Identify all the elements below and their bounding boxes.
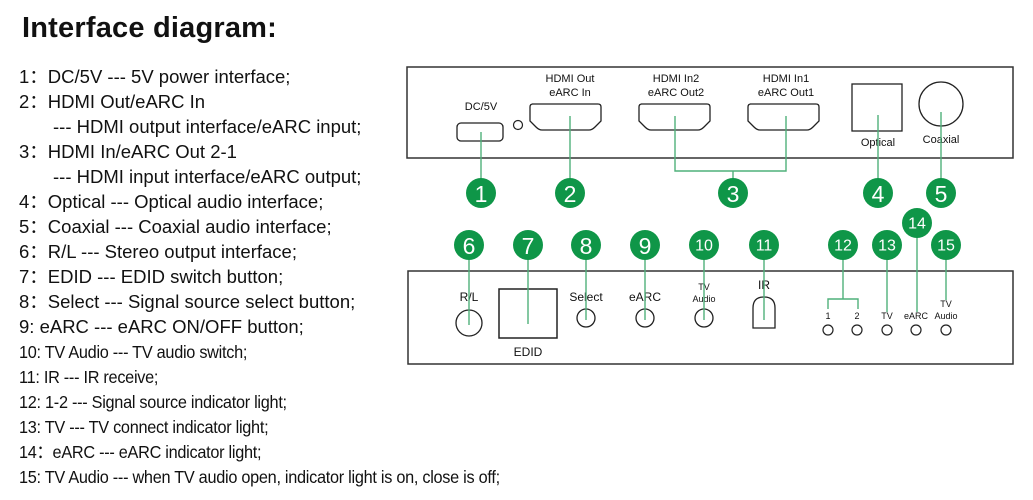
legend-item-2: 2：HDMI Out/eARC In: [19, 91, 206, 112]
legend-item-5: 5：Coaxial --- Coaxial audio interface;: [19, 216, 332, 237]
badge-14: 14: [902, 208, 932, 238]
badge-4: 4: [863, 178, 893, 208]
legend-item-15: 15: TV Audio --- when TV audio open, ind…: [19, 467, 500, 487]
edid-label: EDID: [514, 345, 543, 359]
badge-5-number: 5: [935, 181, 948, 207]
led-tv-label: TV: [881, 311, 893, 321]
hdmi-in1-port-icon: [747, 103, 820, 131]
led-tvaudio-indicator: [940, 324, 952, 336]
leader-line-3-bracket: [674, 116, 787, 172]
badge-5-circle: [926, 178, 956, 208]
hdmi-in2-label: HDMI In2: [653, 73, 699, 85]
legend-item-11: 11: IR --- IR receive;: [19, 367, 159, 387]
badge-6-circle: [454, 230, 484, 260]
badge-11-circle: [749, 230, 779, 260]
hdmi-in1-sublabel: eARC Out1: [758, 87, 814, 99]
legend-item-3-desc: --- HDMI input interface/eARC output;: [53, 166, 362, 187]
optical-port-icon: [851, 83, 903, 132]
badge-9-circle: [630, 230, 660, 260]
led-2-label: 2: [854, 311, 859, 321]
badge-1-number: 1: [475, 181, 488, 207]
badge-10: 10: [689, 230, 719, 260]
badge-10-number: 10: [695, 238, 713, 255]
badge-14-number: 14: [908, 216, 926, 233]
hdmi-out-label: HDMI Out: [546, 73, 595, 85]
badge-3-number: 3: [727, 181, 740, 207]
badge-2-number: 2: [564, 181, 577, 207]
badge-13-number: 13: [878, 238, 896, 255]
legend-item-2-desc: --- HDMI output interface/eARC input;: [53, 116, 362, 137]
led-tvaudio-sublabel: Audio: [934, 311, 957, 321]
legend-item-12: 12: 1-2 --- Signal source indicator ligh…: [19, 392, 287, 412]
badge-6-number: 6: [463, 233, 476, 259]
badge-12: 12: [828, 230, 858, 260]
badge-7: 7: [513, 230, 543, 260]
badge-9: 9: [630, 230, 660, 260]
hdmi-in1-label: HDMI In1: [763, 73, 809, 85]
led-1-indicator: [822, 324, 834, 336]
badge-2-circle: [555, 178, 585, 208]
badge-4-number: 4: [872, 181, 885, 207]
hdmi-out-sublabel: eARC In: [549, 87, 591, 99]
badge-4-circle: [863, 178, 893, 208]
legend-item-1: 1：DC/5V --- 5V power interface;: [19, 66, 291, 87]
page-title: Interface diagram:: [22, 12, 278, 44]
hdmi-out-port-icon: [529, 103, 602, 131]
badge-15-circle: [931, 230, 961, 260]
badge-12-circle: [828, 230, 858, 260]
badge-7-number: 7: [522, 233, 535, 259]
badge-5: 5: [926, 178, 956, 208]
dc-label: DC/5V: [465, 101, 498, 113]
badge-6: 6: [454, 230, 484, 260]
legend-item-8: 8：Select --- Signal source select button…: [19, 291, 356, 312]
badge-15: 15: [931, 230, 961, 260]
badge-8-circle: [571, 230, 601, 260]
badge-12-number: 12: [834, 238, 852, 255]
led-earc-label: eARC: [904, 311, 929, 321]
badge-14-circle: [902, 208, 932, 238]
badge-15-number: 15: [937, 238, 955, 255]
badge-2: 2: [555, 178, 585, 208]
legend-item-10: 10: TV Audio --- TV audio switch;: [19, 342, 248, 362]
dc-port-icon: [456, 122, 504, 142]
legend-item-6: 6：R/L --- Stereo output interface;: [19, 241, 297, 262]
badge-13-circle: [872, 230, 902, 260]
legend-item-3: 3：HDMI In/eARC Out 2-1: [19, 141, 237, 162]
led-earc-indicator: [910, 324, 922, 336]
power-led-icon: [512, 119, 524, 131]
badge-8: 8: [571, 230, 601, 260]
badge-1-circle: [466, 178, 496, 208]
led-2-indicator: [851, 324, 863, 336]
hdmi-in2-sublabel: eARC Out2: [648, 87, 704, 99]
led-1-label: 1: [825, 311, 830, 321]
leader-line-12-bracket: [827, 298, 859, 309]
badge-3: 3: [718, 178, 748, 208]
legend-item-14: 14：eARC --- eARC indicator light;: [19, 442, 262, 462]
legend-item-13: 13: TV --- TV connect indicator light;: [19, 417, 269, 437]
badge-11: 11: [749, 230, 779, 260]
led-tvaudio-label: TV: [940, 299, 952, 309]
led-tv-indicator: [881, 324, 893, 336]
badge-1: 1: [466, 178, 496, 208]
badge-13: 13: [872, 230, 902, 260]
badge-3-circle: [718, 178, 748, 208]
badge-11-number: 11: [756, 238, 773, 255]
badge-7-circle: [513, 230, 543, 260]
legend-item-9: 9: eARC --- eARC ON/OFF button;: [19, 316, 304, 337]
badge-9-number: 9: [639, 233, 652, 259]
front-panel: [407, 270, 1014, 365]
legend-item-7: 7：EDID --- EDID switch button;: [19, 266, 284, 287]
badge-8-number: 8: [580, 233, 593, 259]
badge-10-circle: [689, 230, 719, 260]
legend-item-4: 4：Optical --- Optical audio interface;: [19, 191, 324, 212]
